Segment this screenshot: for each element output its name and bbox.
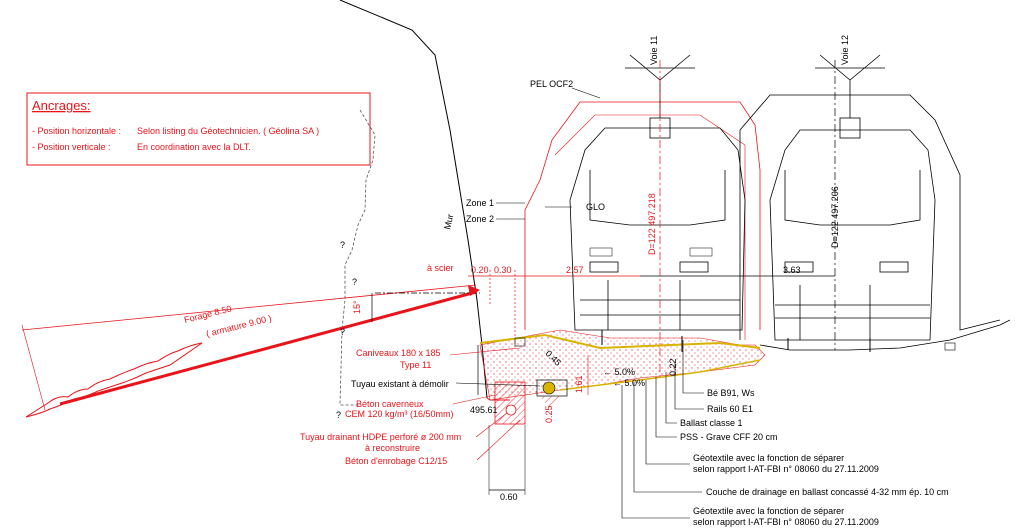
anchorage-note-frame [26,92,371,166]
anchorage-note: Ancrages: - Position horizontale : Selon… [26,92,371,166]
reconstruire-label: à reconstruire [365,443,420,453]
ballast-label: Ballast classe 1 [680,418,743,428]
be-label: Bé B91, Ws [707,388,755,398]
beton-enrobage-label: Béton d'enrobage C12/15 [345,456,447,466]
forage-label: Forage 8.50 [183,303,233,324]
anchorage-horizontal-value: Selon listing du Géotechnicien. ( Géolin… [137,126,319,136]
geotextile-1-line-a: Géotextile avec la fonction de séparer [693,453,844,463]
train-voie-12 [769,54,936,341]
geotextile-2-line-a: Géotextile avec la fonction de séparer [693,506,844,516]
right-labels: Bé B91, Ws Rails 60 E1 Ballast classe 1 … [621,340,949,527]
elev-label: 495.61 [470,405,498,415]
dim-060: 0.60 [500,492,518,502]
slope-1: ← 5.0% [603,367,635,377]
zone-1-label: Zone 1 [466,198,494,208]
dim-257: 2.57 [566,265,584,275]
anchorage-horizontal-label: - Position horizontale : [32,126,121,136]
track-bed [477,319,1011,425]
zones: Zone 1 Zone 2 GLO [466,198,605,224]
train-voie-11 [569,54,746,331]
tuyau-drainant-label: Tuyau drainant HDPE perforé ø 200 mm [300,432,461,442]
voie-11-label: Voie 11 [649,36,659,65]
geotextile-1-line-b: selon rapport I-AT-FBI n° 08060 du 27.11… [693,464,879,474]
a-scier-label: à scier [427,263,454,273]
dim-030: 0.30 [494,265,512,275]
tuyau-existant-label: Tuyau existant à démolir [351,379,449,389]
glo-label: GLO [586,202,605,212]
anchorage-vertical-label: - Position verticale : [32,142,111,152]
d-voie-12: D=122 497.206 [830,186,840,248]
caniveaux-type: Type 11 [400,360,431,370]
caniveaux-label: Caniveaux 180 x 185 [356,348,441,358]
dim-161: 1.61 [574,375,584,393]
anchor-bar [59,290,477,406]
pel-envelope [524,94,1001,340]
d-voie-11: D=122 497.218 [647,193,657,255]
dim-025: 0.25 [544,405,554,423]
pel-label: PEL OCF2 [530,79,573,89]
voie-12-label: Voie 12 [840,35,850,65]
question-marks: ? ? ? ? [336,240,357,420]
mur-label: Mur [442,213,455,230]
drainage-label: Couche de drainage en ballast concassé 4… [706,487,949,497]
zone-2-label: Zone 2 [466,214,494,224]
slope-2: ← 5.0% [613,378,645,388]
beton-caverneux-label: Béton caverneux [356,399,424,409]
forage-dimension-line [21,284,477,331]
geotextile-2-line-b: selon rapport I-AT-FBI n° 08060 du 27.11… [693,517,879,527]
dim-020: 0.20 [471,265,489,275]
question-mark: ? [336,410,341,420]
anchorage-vertical-value: En coordination avec la DLT. [137,142,251,152]
anchorage-title: Ancrages: [32,98,91,113]
cut-dimensions: à scier 0.20 0.30 2.57 3.63 [427,263,835,345]
cem-label: CEM 120 kg/m³ (16/50mm) [345,409,454,419]
question-mark: ? [340,240,345,250]
angle-label: 15° [352,300,362,314]
question-mark: ? [340,327,345,337]
left-labels: Caniveaux 180 x 185 Type 11 Tuyau exista… [300,347,541,466]
dim-363: 3.63 [783,265,801,275]
track-axes: Voie 11 Voie 12 D=122 497.218 D=122 497.… [530,35,850,380]
dim-022: 0.22 [668,358,678,376]
rails-label: Rails 60 E1 [707,404,753,414]
pss-label: PSS - Grave CFF 20 cm [680,432,778,442]
bed-dimensions: 1.61 0.25 0.45 0.22 ← 5.0% ← 5.0% 495.61… [470,348,678,502]
question-mark: ? [352,277,357,287]
